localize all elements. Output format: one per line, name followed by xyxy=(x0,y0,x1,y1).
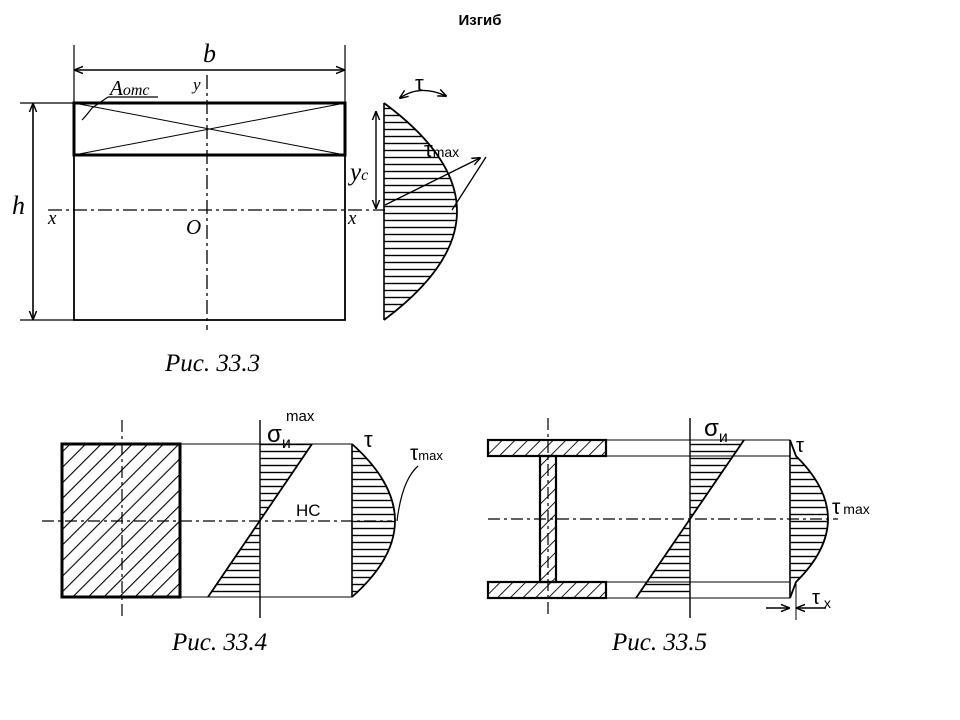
slide-title: Изгиб xyxy=(458,12,502,29)
area-label: Aотс xyxy=(108,76,149,100)
sigma-max-superscript: max xyxy=(286,408,315,425)
strip-diagonal xyxy=(73,102,346,156)
height-label: h xyxy=(12,191,25,220)
figure-caption: Рис. 33.5 xyxy=(611,629,707,656)
tau-max-label: τmax xyxy=(424,137,459,162)
neutral-axis-label: НС xyxy=(296,501,321,520)
y-axis-label: y xyxy=(191,75,201,94)
figure-33-4: σи max НС τ τmax Рис. 33.4 xyxy=(42,408,443,656)
figure-caption: Рис. 33.4 xyxy=(171,629,267,656)
sigma-max-label: σи xyxy=(267,421,291,452)
figure-33-3: b h y x x O Aотс yc τ τmax Рис. 33.3 xyxy=(12,39,487,377)
origin-label: O xyxy=(186,215,201,239)
tau-max-leader xyxy=(451,156,487,211)
x-axis-label-right: x xyxy=(347,208,357,229)
tau-max-arrow xyxy=(384,158,480,206)
tau-label: τ xyxy=(415,71,424,96)
figure-caption: Рис. 33.3 xyxy=(164,350,260,377)
shear-stress-outline xyxy=(383,102,458,321)
tau-max-leader xyxy=(396,465,419,522)
yc-label: yc xyxy=(347,159,368,186)
top-flange xyxy=(486,438,608,458)
shear-stress-outline xyxy=(789,439,829,599)
tau-max-label: τmax xyxy=(410,442,443,465)
cutoff-area-strip xyxy=(72,101,347,157)
tau-label: τ xyxy=(796,435,804,457)
bottom-flange xyxy=(486,580,608,600)
width-label: b xyxy=(203,39,216,68)
tau-label: τ xyxy=(364,427,373,452)
sigma-label: σи xyxy=(704,415,728,446)
x-axis-label-left: x xyxy=(47,208,57,229)
normal-stress-line xyxy=(635,439,745,599)
shear-stress-diagram xyxy=(790,456,828,582)
normal-stress-line xyxy=(207,443,313,598)
section-outline xyxy=(73,102,346,321)
area-leader xyxy=(81,96,109,121)
tau-arrow xyxy=(400,90,446,98)
shear-stress-outline xyxy=(351,443,396,598)
